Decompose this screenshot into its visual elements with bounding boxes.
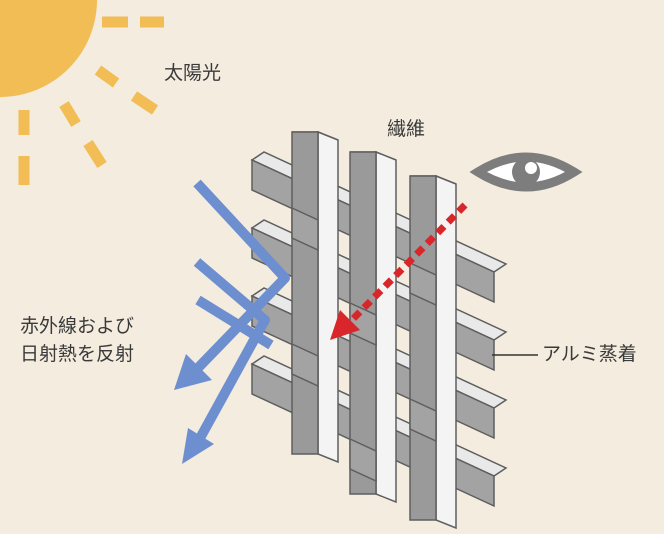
reflection-arrow-icon (195, 295, 274, 350)
reflection-label: 赤外線および 日射熱を反射 (20, 313, 134, 368)
sunlight-label: 太陽光 (164, 62, 222, 84)
reflection-label-line2: 日射熱を反射 (20, 342, 135, 365)
vertical-strand (409, 174, 457, 530)
reflection-arrow-icon (174, 179, 290, 390)
eye-icon (469, 152, 583, 192)
fiber-label: 繊維 (387, 118, 426, 140)
view-arrow-icon (330, 202, 468, 340)
sun-icon (0, 0, 164, 185)
aluminum-label: アルミ蒸着 (542, 343, 637, 365)
woven-fiber-grid (250, 130, 508, 530)
vertical-strand (291, 130, 339, 464)
reflection-label-line1: 赤外線および (20, 315, 135, 337)
reflection-arrow-icon (182, 258, 270, 464)
